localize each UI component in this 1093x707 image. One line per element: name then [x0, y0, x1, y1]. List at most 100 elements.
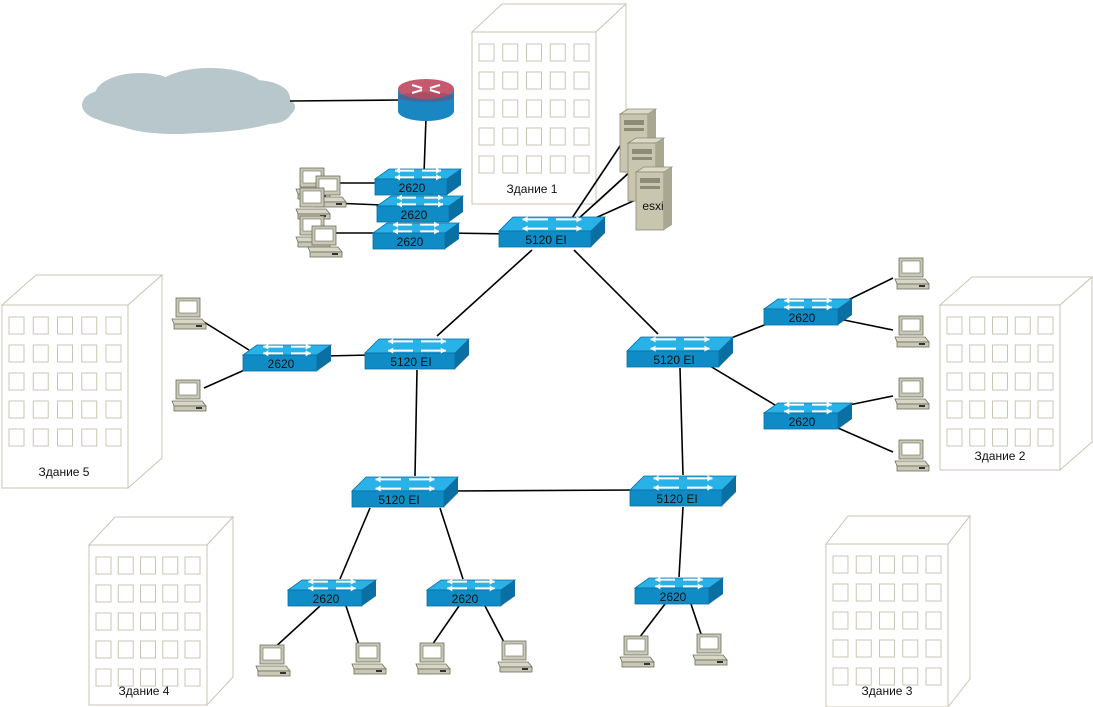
window [832, 667, 849, 686]
network-link [843, 319, 894, 331]
window [57, 344, 73, 363]
switch-label: 2620 [660, 590, 687, 604]
computer-icon [351, 642, 387, 675]
window [105, 344, 122, 363]
window [95, 668, 112, 687]
network-link [423, 117, 427, 175]
computer-icon [894, 377, 930, 410]
window [946, 428, 963, 447]
window [32, 372, 49, 391]
window [549, 43, 566, 62]
window [549, 71, 566, 90]
window [81, 428, 98, 447]
network-link [450, 489, 638, 492]
window [81, 316, 98, 335]
window [946, 316, 963, 335]
window [162, 584, 179, 603]
window [946, 372, 963, 391]
window [573, 43, 590, 62]
devices-layer [171, 79, 930, 677]
switch-label: 2620 [401, 208, 428, 222]
window [992, 400, 1008, 419]
network-link [322, 354, 373, 357]
window [969, 400, 986, 419]
window [478, 155, 495, 174]
window [832, 583, 849, 602]
network-link [576, 169, 633, 221]
network-link [289, 99, 399, 102]
network-link [678, 506, 684, 578]
switch-s2a [762, 297, 854, 326]
window [879, 667, 895, 686]
labels-layer: 2620 2620 2620 5120 EI 5120 EI 5120 EI 5120 EI… [268, 181, 816, 606]
network-link [429, 605, 460, 649]
switch-label: 5120 EI [653, 353, 694, 367]
window [573, 127, 590, 146]
switch-label: 2620 [397, 235, 424, 249]
window [879, 555, 895, 574]
window [95, 584, 112, 603]
computer-icon [255, 644, 291, 677]
window [1037, 428, 1054, 447]
switch-c2 [364, 338, 470, 370]
switch-s5 [241, 343, 333, 372]
window [117, 556, 134, 575]
window [1037, 316, 1054, 335]
switch-label: 2620 [789, 311, 816, 325]
window [140, 612, 156, 631]
network-link [484, 605, 507, 647]
building-b4: Здание 4 [87, 515, 235, 707]
switch-label: 2620 [313, 592, 340, 606]
window [1014, 400, 1031, 419]
switch-s4b [425, 578, 517, 607]
building-label: Здание 2 [975, 449, 1026, 463]
window [95, 640, 112, 659]
window [184, 668, 201, 687]
computer-icon [894, 257, 930, 290]
switch-label: 2620 [399, 181, 426, 195]
window [95, 612, 112, 631]
window [162, 668, 179, 687]
window [573, 155, 590, 174]
window [140, 556, 156, 575]
window [992, 428, 1008, 447]
window [8, 372, 25, 391]
window [573, 99, 590, 118]
window [855, 667, 872, 686]
network-link [339, 507, 371, 580]
computer-icon [171, 379, 207, 412]
building-label: Здание 1 [507, 182, 558, 196]
window [140, 640, 156, 659]
switch-a3 [371, 221, 461, 250]
switch-label: 5120 EI [390, 355, 431, 369]
window [902, 611, 919, 630]
switch-label: 5120 EI [525, 233, 566, 247]
window [879, 639, 895, 658]
window [81, 372, 98, 391]
window [925, 583, 942, 602]
window [902, 639, 919, 658]
window [1037, 372, 1054, 391]
window [32, 400, 49, 419]
window [502, 71, 519, 90]
window [969, 344, 986, 363]
switch-c4 [351, 476, 459, 508]
building-b5: Здание 5 [0, 273, 164, 490]
window [117, 640, 134, 659]
window [925, 639, 942, 658]
window [81, 400, 98, 419]
computer-icon [415, 642, 451, 675]
window [1037, 344, 1054, 363]
window [502, 155, 519, 174]
window [57, 316, 73, 335]
computer-icon [894, 315, 930, 348]
switch-label: 5120 EI [656, 492, 697, 506]
window [1037, 400, 1054, 419]
window [162, 556, 179, 575]
window [32, 428, 49, 447]
window [117, 584, 134, 603]
window [902, 667, 919, 686]
building-b3: Здание 3 [824, 514, 972, 707]
window [57, 428, 73, 447]
window [502, 127, 519, 146]
